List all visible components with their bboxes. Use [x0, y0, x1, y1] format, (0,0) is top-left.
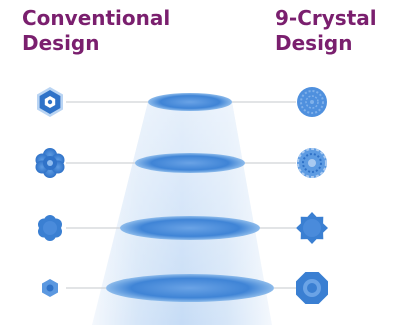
nine-crystal-star-icon: [296, 212, 328, 244]
heading-right-line-2: Design: [275, 31, 353, 55]
beam-disc-3: [120, 216, 260, 240]
conventional-crystal-hexagon-ring-icon: [37, 87, 63, 117]
conventional-crystal-scalloped-icon: [38, 215, 62, 241]
conventional-design-heading: Conventional Design: [22, 6, 170, 56]
heading-left-line-2: Design: [22, 31, 100, 55]
heading-right-line-1: 9-Crystal: [275, 6, 377, 30]
heading-left-line-1: Conventional: [22, 6, 171, 30]
beam-disc-2: [135, 153, 245, 173]
conventional-crystal-clover-icon: [35, 148, 65, 178]
nine-crystal-octagon-ring-icon: [296, 272, 328, 304]
nine-crystal-design-heading: 9-Crystal Design: [275, 6, 377, 56]
beam-disc-1: [148, 93, 232, 111]
leader-lines: [66, 101, 296, 289]
nine-crystal-round-ring-icon: [297, 87, 327, 117]
beam-disc-4: [106, 274, 274, 302]
nine-crystal-lace-icon: [297, 148, 327, 178]
conventional-crystal-small-hexagon-icon: [42, 279, 58, 297]
